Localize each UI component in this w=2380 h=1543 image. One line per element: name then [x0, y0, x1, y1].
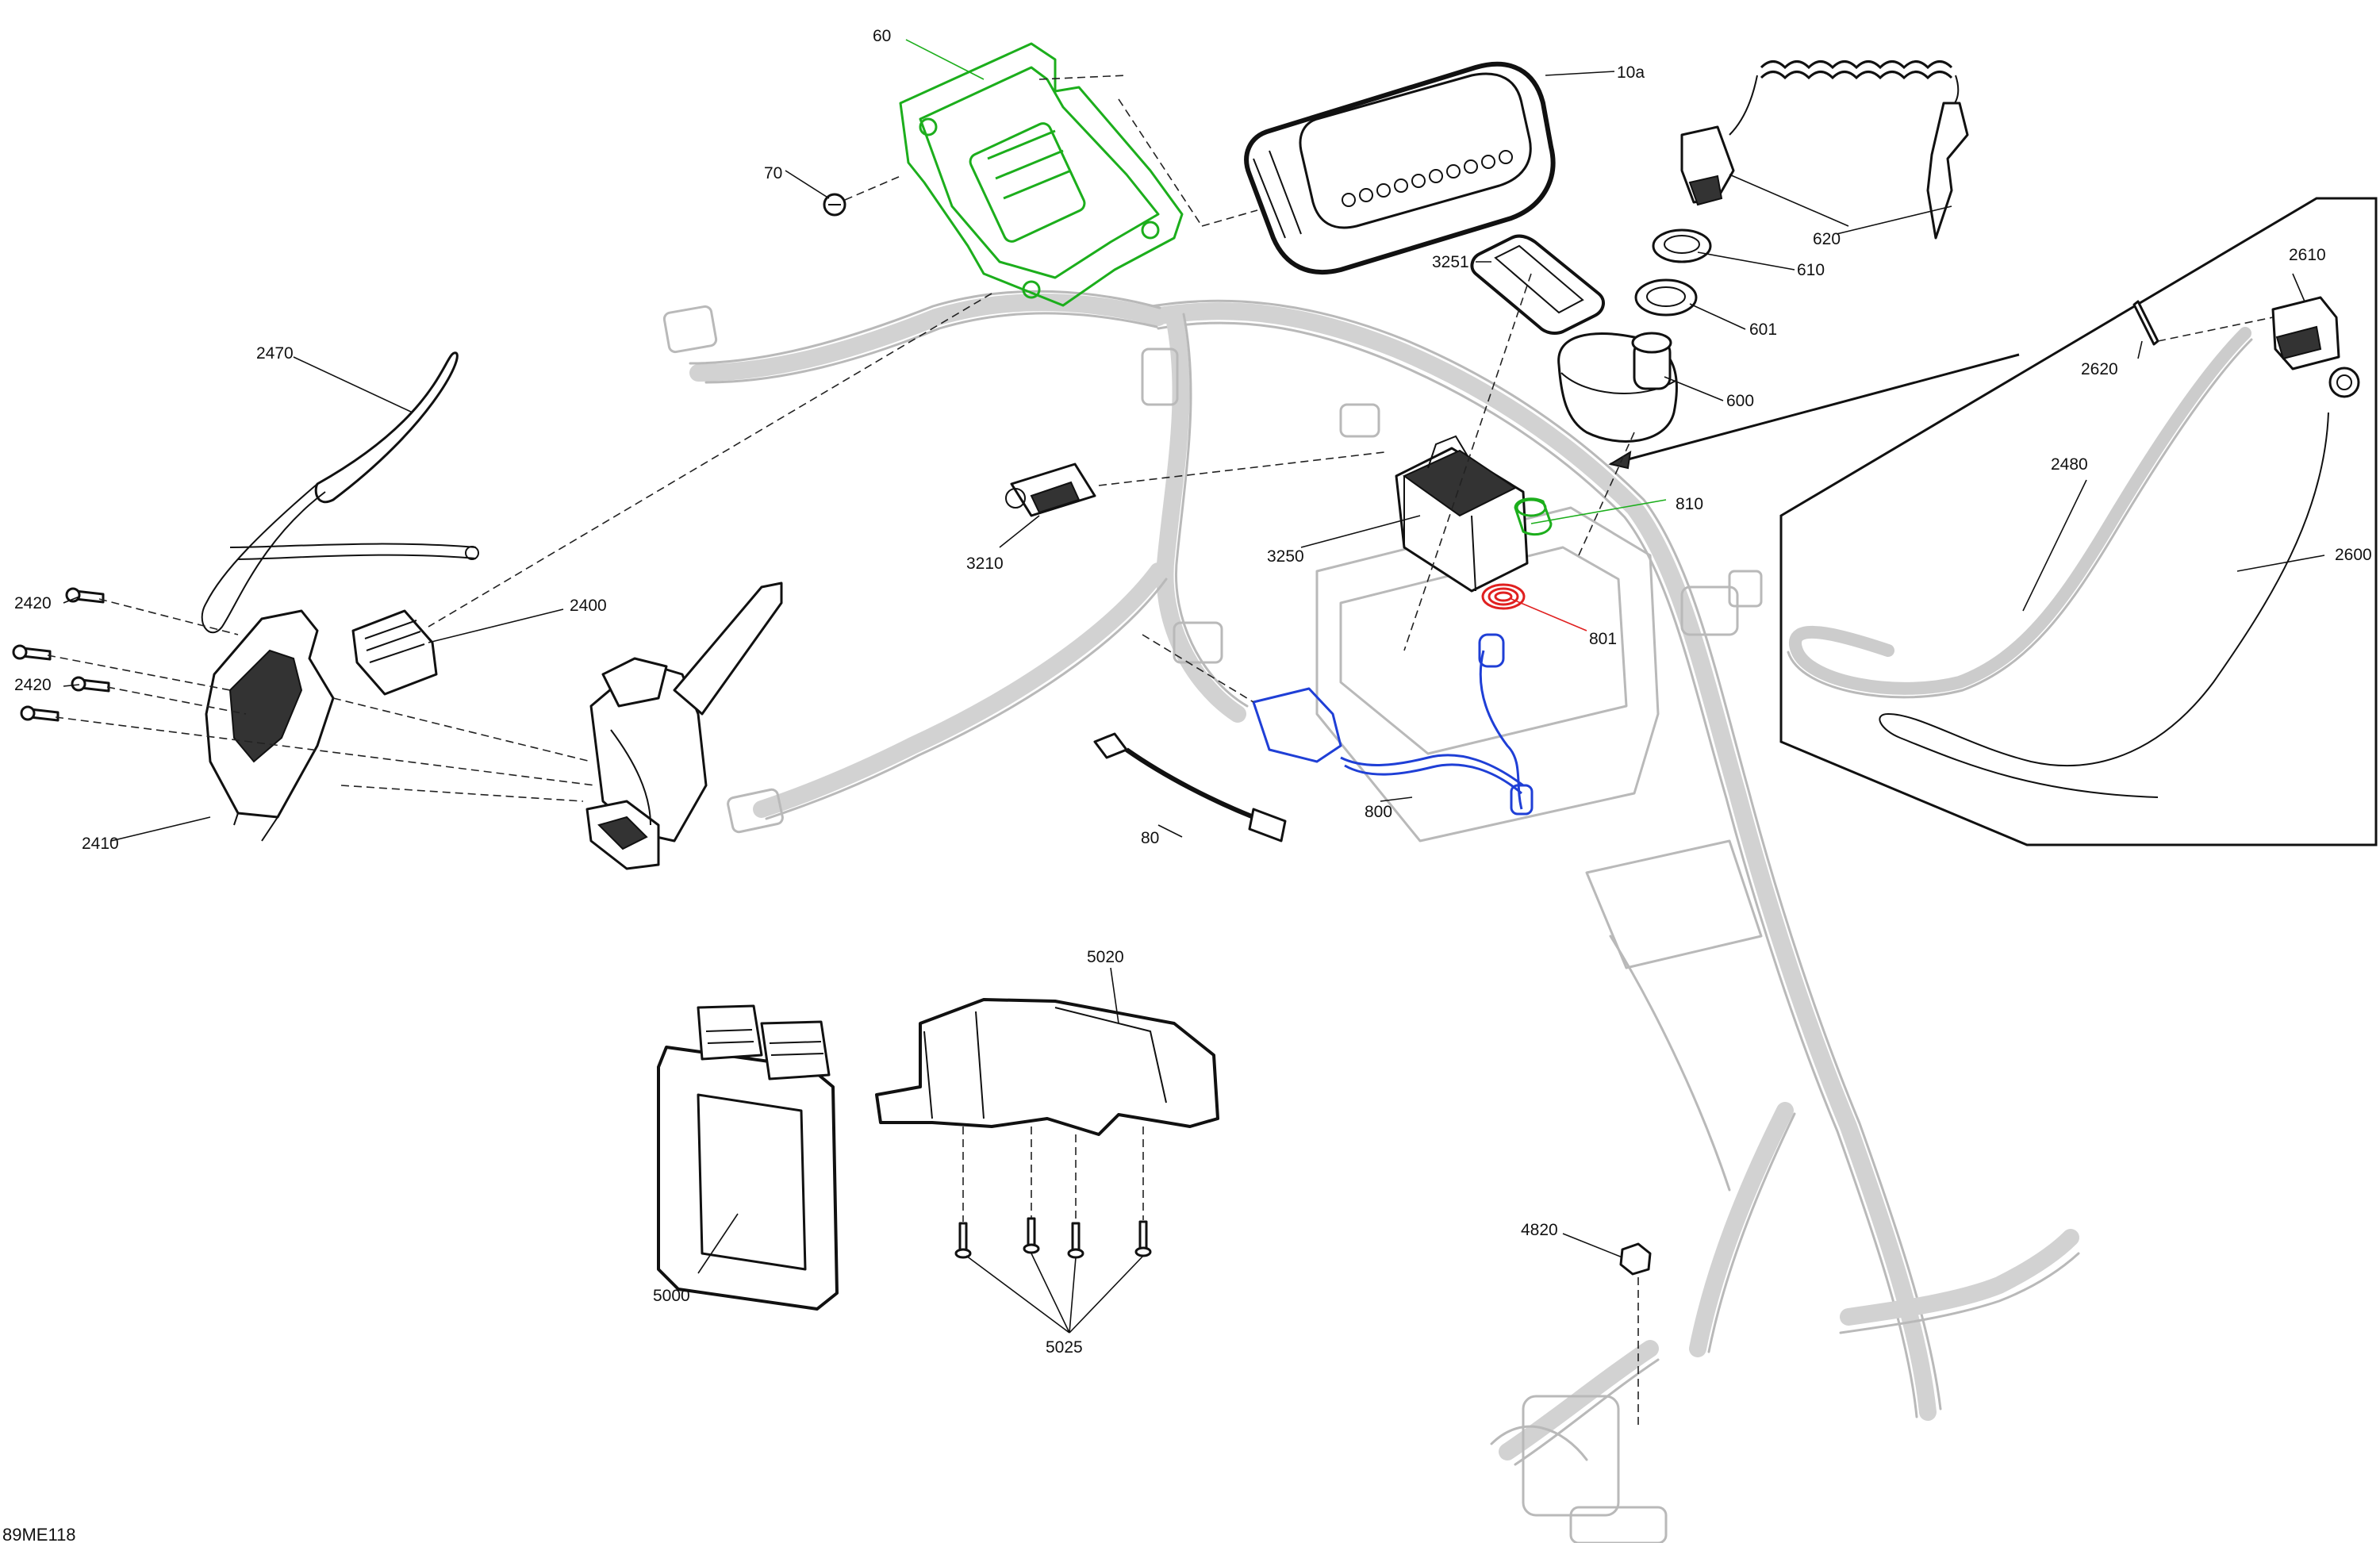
- label-5025: 5025: [1046, 1338, 1083, 1357]
- label-601: 601: [1749, 320, 1777, 339]
- part-801-clip: [1481, 583, 1526, 610]
- label-2480: 2480: [2051, 455, 2088, 474]
- part-5000-ecu: [657, 1004, 839, 1311]
- label-620: 620: [1813, 230, 1841, 248]
- label-800: 800: [1365, 803, 1392, 821]
- part-610-nut: [1652, 228, 1712, 263]
- display-button-row: [1342, 150, 1513, 207]
- part-4820-nut: [1619, 1242, 1652, 1276]
- label-4820: 4820: [1521, 1221, 1558, 1239]
- part-2410-housing: [205, 609, 335, 842]
- part-3250-switch: [1395, 435, 1529, 593]
- diagram-code: 89ME118: [2, 1525, 76, 1543]
- leader-lines: [63, 39, 2325, 1334]
- part-10a-display: [1244, 61, 1556, 275]
- label-2620: 2620: [2081, 360, 2118, 378]
- label-5000: 5000: [653, 1287, 690, 1305]
- label-3210: 3210: [966, 555, 1004, 573]
- harness-frame-ghost: [662, 290, 2080, 1543]
- label-3251: 3251: [1432, 253, 1469, 271]
- label-3250: 3250: [1267, 547, 1304, 566]
- label-801: 801: [1589, 630, 1617, 648]
- label-80: 80: [1141, 829, 1159, 847]
- part-80-cable: [1093, 732, 1287, 843]
- part-620-tether-cord: [1680, 60, 1969, 240]
- label-70: 70: [764, 164, 782, 182]
- part-5020-cover: [875, 998, 1219, 1136]
- label-2600: 2600: [2335, 546, 2372, 564]
- part-3210-connector: [1005, 463, 1096, 517]
- part-601-washer: [1634, 278, 1698, 317]
- label-10a: 10a: [1617, 63, 1645, 82]
- part-labels: 60 70 10a 620 610 601 600 3251 810 801 3…: [14, 27, 2372, 1357]
- label-2410: 2410: [82, 835, 119, 853]
- assembly-dashed-lines: [47, 75, 2274, 1428]
- detail-inset: [1608, 197, 2378, 846]
- label-600: 600: [1726, 392, 1754, 410]
- label-5020: 5020: [1087, 948, 1124, 966]
- part-2470-lever: [201, 351, 479, 634]
- part-2400-connector: [351, 609, 438, 696]
- part-60-bracket: [899, 42, 1184, 307]
- part-600-switch: [1557, 332, 1678, 443]
- part-800-harness: [1252, 633, 1534, 816]
- screws-5025: [954, 1217, 1152, 1259]
- label-60: 60: [873, 27, 891, 45]
- part-810-plug: [1514, 497, 1553, 536]
- label-2420-a: 2420: [14, 594, 52, 612]
- label-2610: 2610: [2289, 246, 2326, 264]
- label-2400: 2400: [570, 597, 607, 615]
- label-2420-b: 2420: [14, 676, 52, 694]
- label-810: 810: [1676, 495, 1703, 513]
- part-3251-bezel: [1470, 234, 1605, 335]
- label-610: 610: [1797, 261, 1825, 279]
- part-2400-switch-assembly: [585, 582, 783, 870]
- label-2470: 2470: [256, 344, 294, 363]
- part-70-screw: [823, 193, 846, 217]
